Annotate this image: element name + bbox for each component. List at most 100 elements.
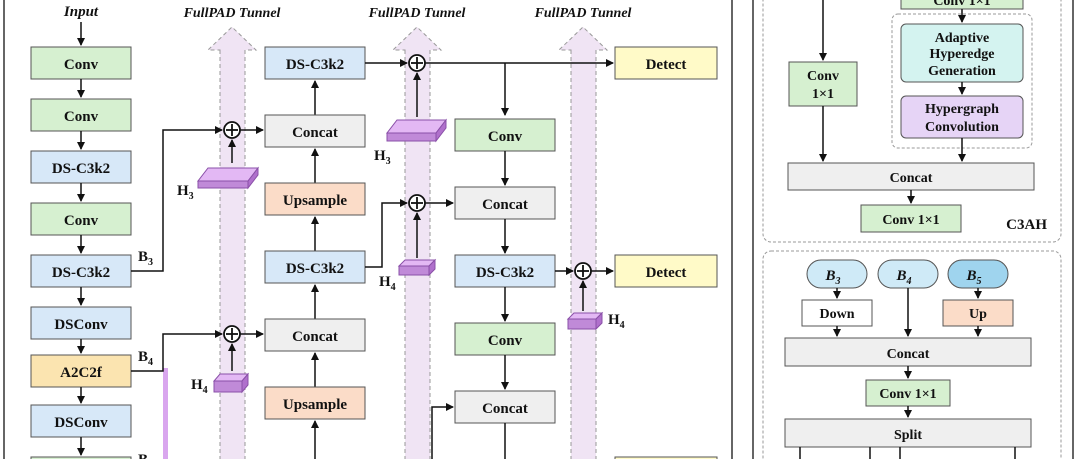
svg-text:Concat: Concat: [482, 197, 528, 213]
tunnel-label-3: FullPAD Tunnel: [534, 6, 632, 21]
add-node-2: [223, 325, 241, 343]
neck-upsample-2: Upsample: [264, 386, 366, 420]
c3ah-conv-out: Conv 1×1: [860, 204, 962, 233]
svg-text:Conv 1×1: Conv 1×1: [933, 0, 990, 9]
h4-pad-1: [212, 372, 250, 394]
hyperace-concat: Concat: [784, 337, 1032, 367]
svg-text:Conv: Conv: [64, 213, 99, 229]
backbone-dsconv-1: DSConv: [30, 306, 132, 340]
svg-text:B3: B3: [824, 268, 840, 287]
c3ah-conv: Conv 1×1: [788, 61, 858, 107]
neck-ds-c3k2-mid: DS-C3k2: [264, 250, 366, 284]
svg-text:Conv: Conv: [64, 57, 99, 73]
svg-text:DS-C3k2: DS-C3k2: [286, 261, 344, 277]
backbone-conv-2: Conv: [30, 98, 132, 132]
svg-text:B4: B4: [895, 268, 911, 287]
c3ah-top-conv: Conv 1×1: [900, 0, 1024, 10]
svg-text:Conv 1×1: Conv 1×1: [882, 213, 939, 228]
svg-text:Split: Split: [894, 428, 922, 443]
svg-text:Convolution: Convolution: [925, 120, 999, 135]
add-node-3: [408, 54, 426, 72]
svg-text:Conv: Conv: [807, 69, 839, 84]
hyperace-b4-input: B4: [877, 259, 939, 289]
detect-head-2: Detect: [614, 254, 718, 288]
b3-label: B3: [138, 249, 153, 268]
svg-text:A2C2f: A2C2f: [60, 365, 103, 381]
neck-concat-1: Concat: [264, 114, 366, 148]
h3-pad-2: [385, 118, 448, 143]
svg-text:1×1: 1×1: [812, 87, 834, 102]
svg-text:Adaptive: Adaptive: [935, 31, 989, 46]
svg-text:Upsample: Upsample: [283, 193, 348, 209]
backbone-dsconv-2: DSConv: [30, 404, 132, 438]
h4-label-1: H4: [191, 377, 208, 396]
neck-concat-4: Concat: [454, 390, 556, 424]
neck-ds-c3k2-top: DS-C3k2: [264, 46, 366, 80]
svg-text:DS-C3k2: DS-C3k2: [286, 57, 344, 73]
svg-text:Concat: Concat: [887, 347, 930, 362]
svg-text:Concat: Concat: [482, 401, 528, 417]
svg-text:Concat: Concat: [292, 329, 338, 345]
c3ah-title: C3AH: [1006, 217, 1047, 233]
neck-conv-2: Conv: [454, 322, 556, 356]
svg-text:DSConv: DSConv: [54, 317, 108, 333]
detect-head-1: Detect: [614, 46, 718, 80]
hyperace-down: Down: [801, 299, 873, 327]
svg-text:Hyperedge: Hyperedge: [929, 47, 994, 62]
svg-text:Detect: Detect: [646, 57, 687, 73]
hyperace-split: Split: [784, 418, 1032, 448]
svg-text:DS-C3k2: DS-C3k2: [52, 265, 110, 281]
svg-text:Conv: Conv: [64, 109, 99, 125]
hyperace-up: Up: [942, 299, 1014, 327]
add-node-1: [223, 121, 241, 139]
neck-concat-2: Concat: [264, 318, 366, 352]
side-panel-border: [752, 0, 1074, 464]
hyperace-panel: [762, 250, 1062, 464]
neck-upsample-1: Upsample: [264, 182, 366, 216]
input-label: Input: [63, 4, 99, 20]
backbone-ds-c3k2-2: DS-C3k2: [30, 254, 132, 288]
svg-text:DS-C3k2: DS-C3k2: [52, 161, 110, 177]
hyperace-b5-input: B5: [947, 259, 1009, 289]
svg-text:Conv: Conv: [488, 333, 523, 349]
backbone-conv-1: Conv: [30, 46, 132, 80]
h3-label-1: H3: [177, 183, 194, 202]
svg-text:Down: Down: [819, 307, 854, 322]
backbone-a2c2f: A2C2f: [30, 354, 132, 388]
h4-label-3: H4: [608, 312, 625, 331]
h3-label-2: H3: [374, 148, 391, 167]
h4-pad-3: [566, 311, 604, 331]
add-node-4: [408, 194, 426, 212]
svg-text:Detect: Detect: [646, 265, 687, 281]
neck-conv-1: Conv: [454, 118, 556, 152]
hyperace-b3-input: B3: [806, 259, 868, 289]
h4-label-2: H4: [379, 274, 396, 293]
svg-text:B5: B5: [965, 268, 981, 287]
svg-text:Hypergraph: Hypergraph: [925, 102, 999, 117]
fullpad-tunnel-1: FullPAD Tunnel: [183, 6, 281, 464]
svg-text:Up: Up: [969, 307, 987, 322]
svg-text:DS-C3k2: DS-C3k2: [476, 265, 534, 281]
svg-text:Generation: Generation: [928, 64, 996, 79]
neck-concat-3: Concat: [454, 186, 556, 220]
neck-ds-c3k2-2: DS-C3k2: [454, 254, 556, 288]
backbone-ds-c3k2-1: DS-C3k2: [30, 150, 132, 184]
add-node-5: [574, 262, 592, 280]
svg-text:Concat: Concat: [292, 125, 338, 141]
svg-text:Conv 1×1: Conv 1×1: [879, 387, 936, 402]
c3ah-concat: Concat: [787, 162, 1035, 191]
backbone-conv-3: Conv: [30, 202, 132, 236]
svg-text:DSConv: DSConv: [54, 415, 108, 431]
svg-text:Conv: Conv: [488, 129, 523, 145]
c3ah-panel: [762, 0, 1062, 243]
tunnel-label-1: FullPAD Tunnel: [183, 6, 281, 21]
hyperace-conv: Conv 1×1: [865, 379, 951, 407]
b4-label: B4: [138, 349, 153, 368]
h4-pad-2: [397, 258, 437, 277]
h3-pad-1: [196, 166, 260, 190]
svg-text:Upsample: Upsample: [283, 397, 348, 413]
c3ah-hypergraph-convolution: Hypergraph Convolution: [900, 95, 1024, 139]
tunnel-label-2: FullPAD Tunnel: [368, 6, 466, 21]
